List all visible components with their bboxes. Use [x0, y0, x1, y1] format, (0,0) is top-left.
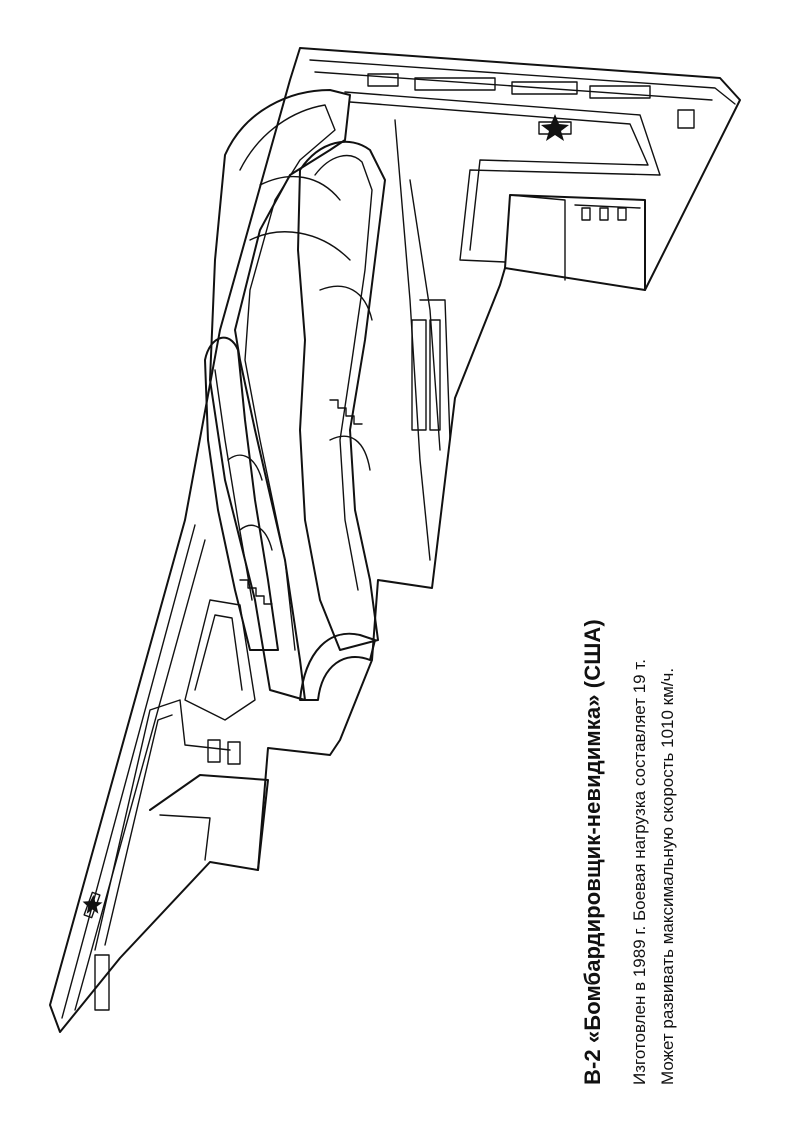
- inner-bay-lines-2: [409, 179, 441, 451]
- top-wing-inner-frame-2: [349, 101, 649, 251]
- caption-line-1: Изготовлен в 1989 г. Боевая нагрузка сос…: [630, 659, 649, 1085]
- top-wing-panel-2: [414, 77, 496, 91]
- top-wing-panel-3: [511, 81, 578, 95]
- bottom-wing-panel-line: [74, 539, 206, 1011]
- bottom-wing-inner-frame-2: [104, 714, 173, 946]
- caption-title: B-2 «Бомбардировщик-невидимка» (США): [580, 619, 605, 1085]
- bottom-root-structure-2: [194, 614, 243, 691]
- top-wing-slot-2: [599, 207, 609, 221]
- inner-bay-rect-2: [429, 319, 441, 431]
- top-wing-inner-frame: [344, 91, 661, 263]
- top-wing-leading-edge-line: [309, 59, 736, 105]
- bottom-wing-inner-frame: [94, 699, 231, 951]
- engine-nacelle-right-inner: [314, 154, 373, 591]
- inner-bay-lines-1: [394, 119, 431, 561]
- inner-bay-rect-1: [411, 319, 427, 431]
- star-insignia-icon: [538, 114, 572, 141]
- star-insignia-icon-bottom: [82, 891, 103, 919]
- bottom-wing-control-surfaces: [149, 774, 269, 871]
- aircraft-outline: [49, 47, 741, 1033]
- top-wing-slot-1: [581, 207, 591, 221]
- gear-bay-arc: [299, 632, 376, 701]
- body-panel-curve-4: [329, 435, 371, 471]
- bottom-root-slot-2: [227, 741, 241, 765]
- top-wing-elevon-1: [509, 194, 566, 281]
- top-wing-control-surfaces: [504, 194, 646, 291]
- body-panel-curve-5: [227, 454, 263, 481]
- bottom-wing-leading-edge-line: [61, 524, 196, 1019]
- sawtooth-panel-2: [239, 579, 273, 605]
- sawtooth-panel-1: [329, 399, 363, 425]
- body-panel-curve-2: [249, 231, 351, 261]
- body-panel-curve-6: [239, 524, 273, 551]
- bottom-wing-elevon: [159, 814, 211, 861]
- bottom-root-slot-1: [207, 739, 221, 763]
- bottom-wing-access-panel: [94, 954, 110, 1011]
- top-wing-panel-line: [314, 71, 713, 101]
- fuselage-center-body: [209, 89, 351, 701]
- top-wing-panel-4: [589, 85, 651, 99]
- fuselage-center-inner: [239, 104, 336, 651]
- engine-nacelle-right: [297, 140, 386, 651]
- engine-nacelle-left: [204, 336, 279, 651]
- body-panel-curve-3: [319, 285, 373, 321]
- inner-bay-lines-3: [419, 299, 451, 441]
- engine-nacelle-left-inner: [214, 369, 253, 601]
- top-wing-access-panel: [677, 109, 695, 129]
- top-wing-elevon-2: [574, 204, 641, 209]
- top-wing-slot-3: [617, 207, 627, 221]
- caption-line-2: Может развивать максимальную скорость 10…: [658, 667, 677, 1085]
- bottom-root-structure-1: [184, 599, 256, 721]
- body-panel-curve-1: [259, 175, 341, 201]
- top-wing-panel-1: [367, 73, 399, 87]
